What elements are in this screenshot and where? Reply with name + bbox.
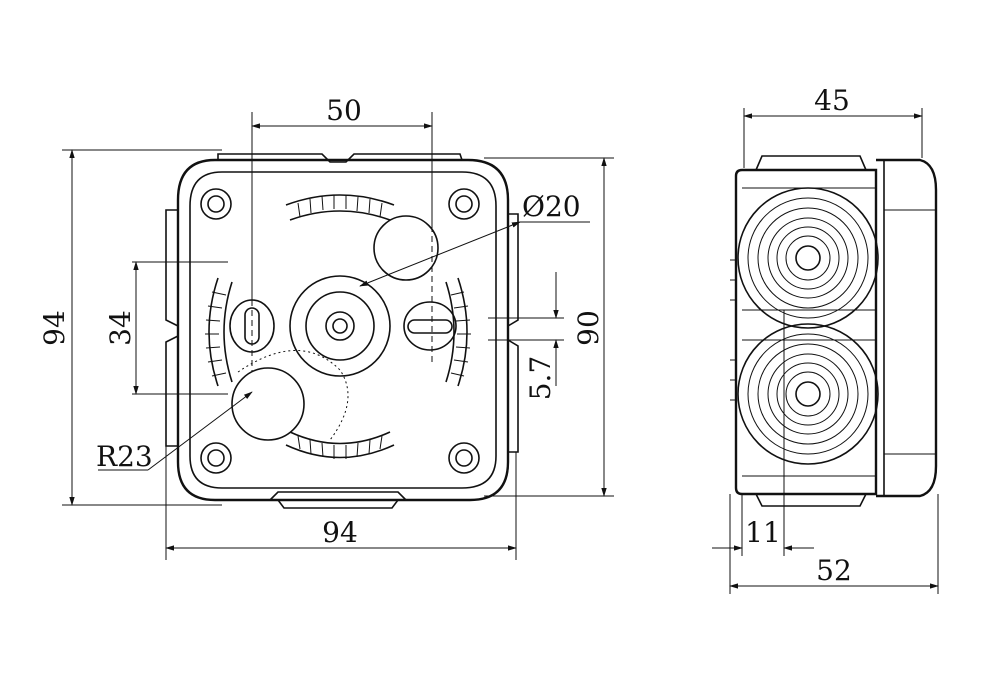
dim-side-flange: 11 <box>712 516 814 551</box>
knockout-radius-arc <box>237 350 349 441</box>
side-lid-outline <box>876 158 938 498</box>
dim-front-width: 94 <box>165 516 517 551</box>
side-bottom-tab <box>755 493 867 507</box>
dim-inner-spacing: 34 <box>104 261 139 395</box>
rib-arc-bottom <box>285 431 395 459</box>
front-left-tabs <box>165 209 179 447</box>
dim-inner-height-label: 90 <box>572 310 605 346</box>
dim-side-depth: 45 <box>743 84 923 119</box>
cable-gland-upper <box>737 187 879 329</box>
dim-knockout-radius: R23 <box>96 391 253 473</box>
dim-side-overall-label: 52 <box>816 554 852 587</box>
side-left-ridges <box>730 259 736 401</box>
dim-hole-diameter: Ø20 <box>359 190 590 287</box>
front-view: 50 94 34 90 5.7 Ø20 <box>38 94 614 560</box>
dim-offset: 5.7 <box>524 272 559 401</box>
dim-front-width-label: 94 <box>322 516 358 549</box>
dim-front-height: 94 <box>38 149 75 506</box>
dim-offset-label: 5.7 <box>524 356 557 401</box>
center-boss <box>289 275 391 377</box>
rib-arc-left <box>205 277 233 387</box>
dim-hole-spacing: 50 <box>251 94 433 129</box>
dim-side-overall: 52 <box>729 554 939 589</box>
knockout-hole-lower <box>231 367 305 441</box>
cable-gland-lower <box>737 323 879 465</box>
front-bottom-tab <box>269 491 407 509</box>
dim-side-depth-label: 45 <box>814 84 850 117</box>
corner-screw-holes <box>200 188 480 474</box>
front-center-lines <box>62 112 614 560</box>
dim-hole-spacing-label: 50 <box>326 94 362 127</box>
front-top-tabs <box>217 153 463 163</box>
rib-arc-top <box>285 194 395 221</box>
dim-knockout-radius-label: R23 <box>96 440 153 473</box>
front-outer-outline <box>176 158 510 502</box>
side-view: 45 11 52 <box>712 84 939 594</box>
knockout-hole-upper <box>373 215 439 281</box>
dim-side-flange-label: 11 <box>745 516 781 549</box>
rib-arc-right <box>445 277 471 387</box>
right-slot <box>403 301 457 351</box>
side-top-tab <box>755 155 867 171</box>
dim-inner-height: 90 <box>572 157 607 497</box>
dim-front-height-label: 94 <box>38 310 71 346</box>
front-inner-outline <box>189 171 497 489</box>
front-right-tabs <box>507 213 519 453</box>
dim-inner-spacing-label: 34 <box>104 310 137 346</box>
dim-hole-diameter-label: Ø20 <box>522 190 581 223</box>
